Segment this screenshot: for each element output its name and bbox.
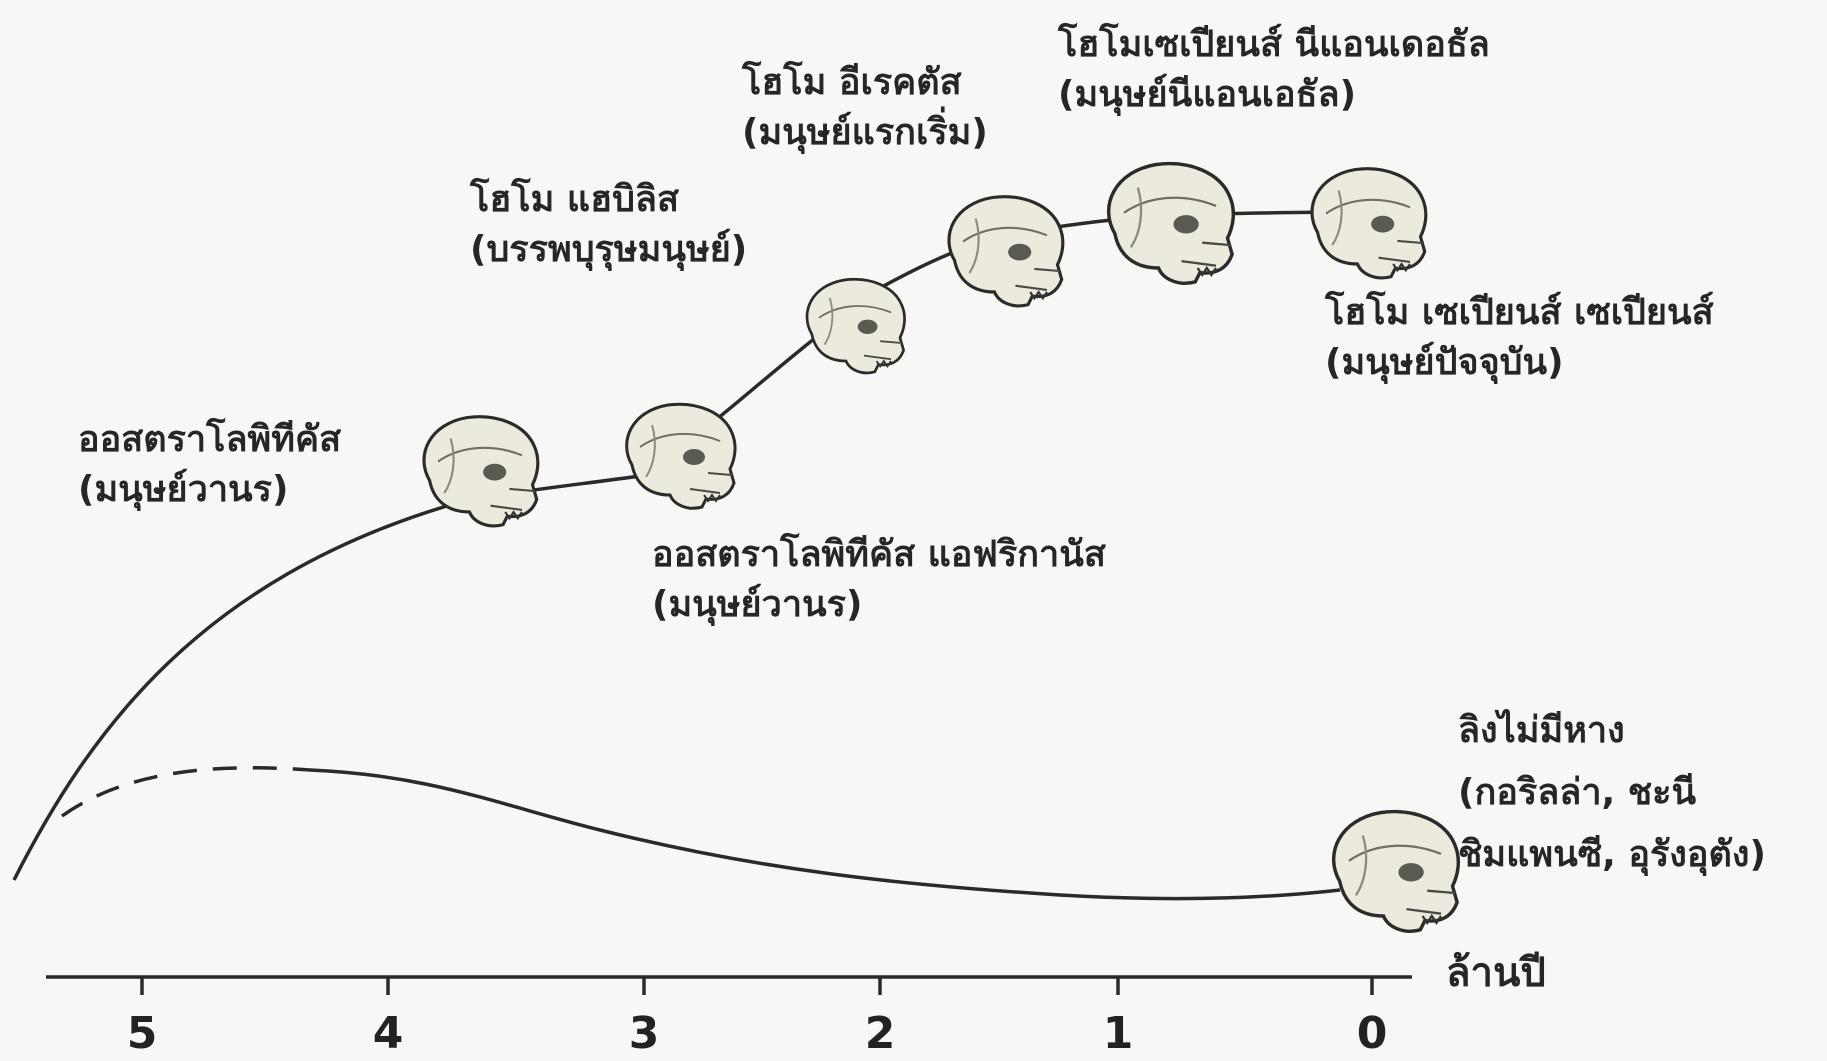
axis-tick-label: 4: [373, 1008, 404, 1059]
species-name: โฮโม อีเรคตัส: [742, 62, 962, 103]
species-common-name: (มนุษย์ปัจจุบัน): [1325, 342, 1564, 383]
species-name: โฮโมเซเปียนส์ นีแอนเดอธัล: [1058, 24, 1490, 65]
ape-lineage-line: [309, 768, 1341, 901]
axis-tick-label: 5: [127, 1008, 158, 1059]
species-name: ออสตราโลพิทีคัส แอฟริกานัส: [652, 534, 1106, 575]
ape-skull-icon: [1331, 809, 1461, 933]
label-homo-erectus: โฮโม อีเรคตัส (มนุษย์แรกเริ่ม): [742, 58, 988, 158]
species-name: โฮโม แฮบิลิส: [470, 179, 679, 220]
species-name: ออสตราโลพิทีคัส: [78, 419, 342, 460]
axis-ticks: 5 4 3 2 1 0: [127, 977, 1388, 1059]
species-common-name: (บรรพบุรุษมนุษย์): [470, 229, 748, 270]
axis-tick-label: 1: [1103, 1008, 1134, 1059]
homo-habilis-skull-icon: [805, 277, 906, 375]
label-australopithecus-africanus: ออสตราโลพิทีคัส แอฟริกานัส (มนุษย์วานร): [652, 530, 1106, 630]
ape-lineage-dashed: [60, 766, 311, 818]
label-apes: ลิงไม่มีหาง (กอริลล่า, ชะนี ชิมแพนซี, อุ…: [1458, 700, 1766, 886]
label-australopithecus: ออสตราโลพิทีคัส (มนุษย์วานร): [78, 415, 341, 515]
apes-title: ลิงไม่มีหาง: [1458, 710, 1625, 751]
label-homo-habilis: โฮโม แฮบิลิส (บรรพบุรุษมนุษย์): [470, 175, 747, 275]
axis-tick-label: 0: [1357, 1008, 1388, 1059]
species-common-name: (มนุษย์วานร): [652, 584, 863, 625]
label-homo-sapiens-sapiens: โฮโม เซเปียนส์ เซเปียนส์ (มนุษย์ปัจจุบัน…: [1325, 288, 1714, 388]
species-common-name: (มนุษย์นีแอนเอธัล): [1058, 74, 1357, 115]
label-neanderthal: โฮโมเซเปียนส์ นีแอนเดอธัล (มนุษย์นีแอนเอ…: [1058, 20, 1490, 120]
homo-sapiens-skull-icon: [1310, 167, 1428, 280]
species-common-name: (มนุษย์แรกเริ่ม): [742, 112, 988, 153]
species-common-name: (มนุษย์วานร): [78, 469, 289, 510]
apes-line-1: (กอริลล่า, ชะนี: [1458, 772, 1697, 813]
species-name: โฮโม เซเปียนส์ เซเปียนส์: [1325, 292, 1714, 333]
australopithecus-africanus-skull-icon: [625, 402, 737, 510]
neanderthal-skull-icon: [1106, 161, 1236, 285]
axis-unit-label: ล้านปี: [1446, 950, 1546, 996]
axis-tick-label: 3: [629, 1008, 660, 1059]
apes-line-2: ชิมแพนซี, อุรังอุตัง): [1458, 834, 1766, 875]
homo-erectus-skull-icon: [947, 195, 1065, 308]
axis-tick-label: 2: [865, 1008, 896, 1059]
